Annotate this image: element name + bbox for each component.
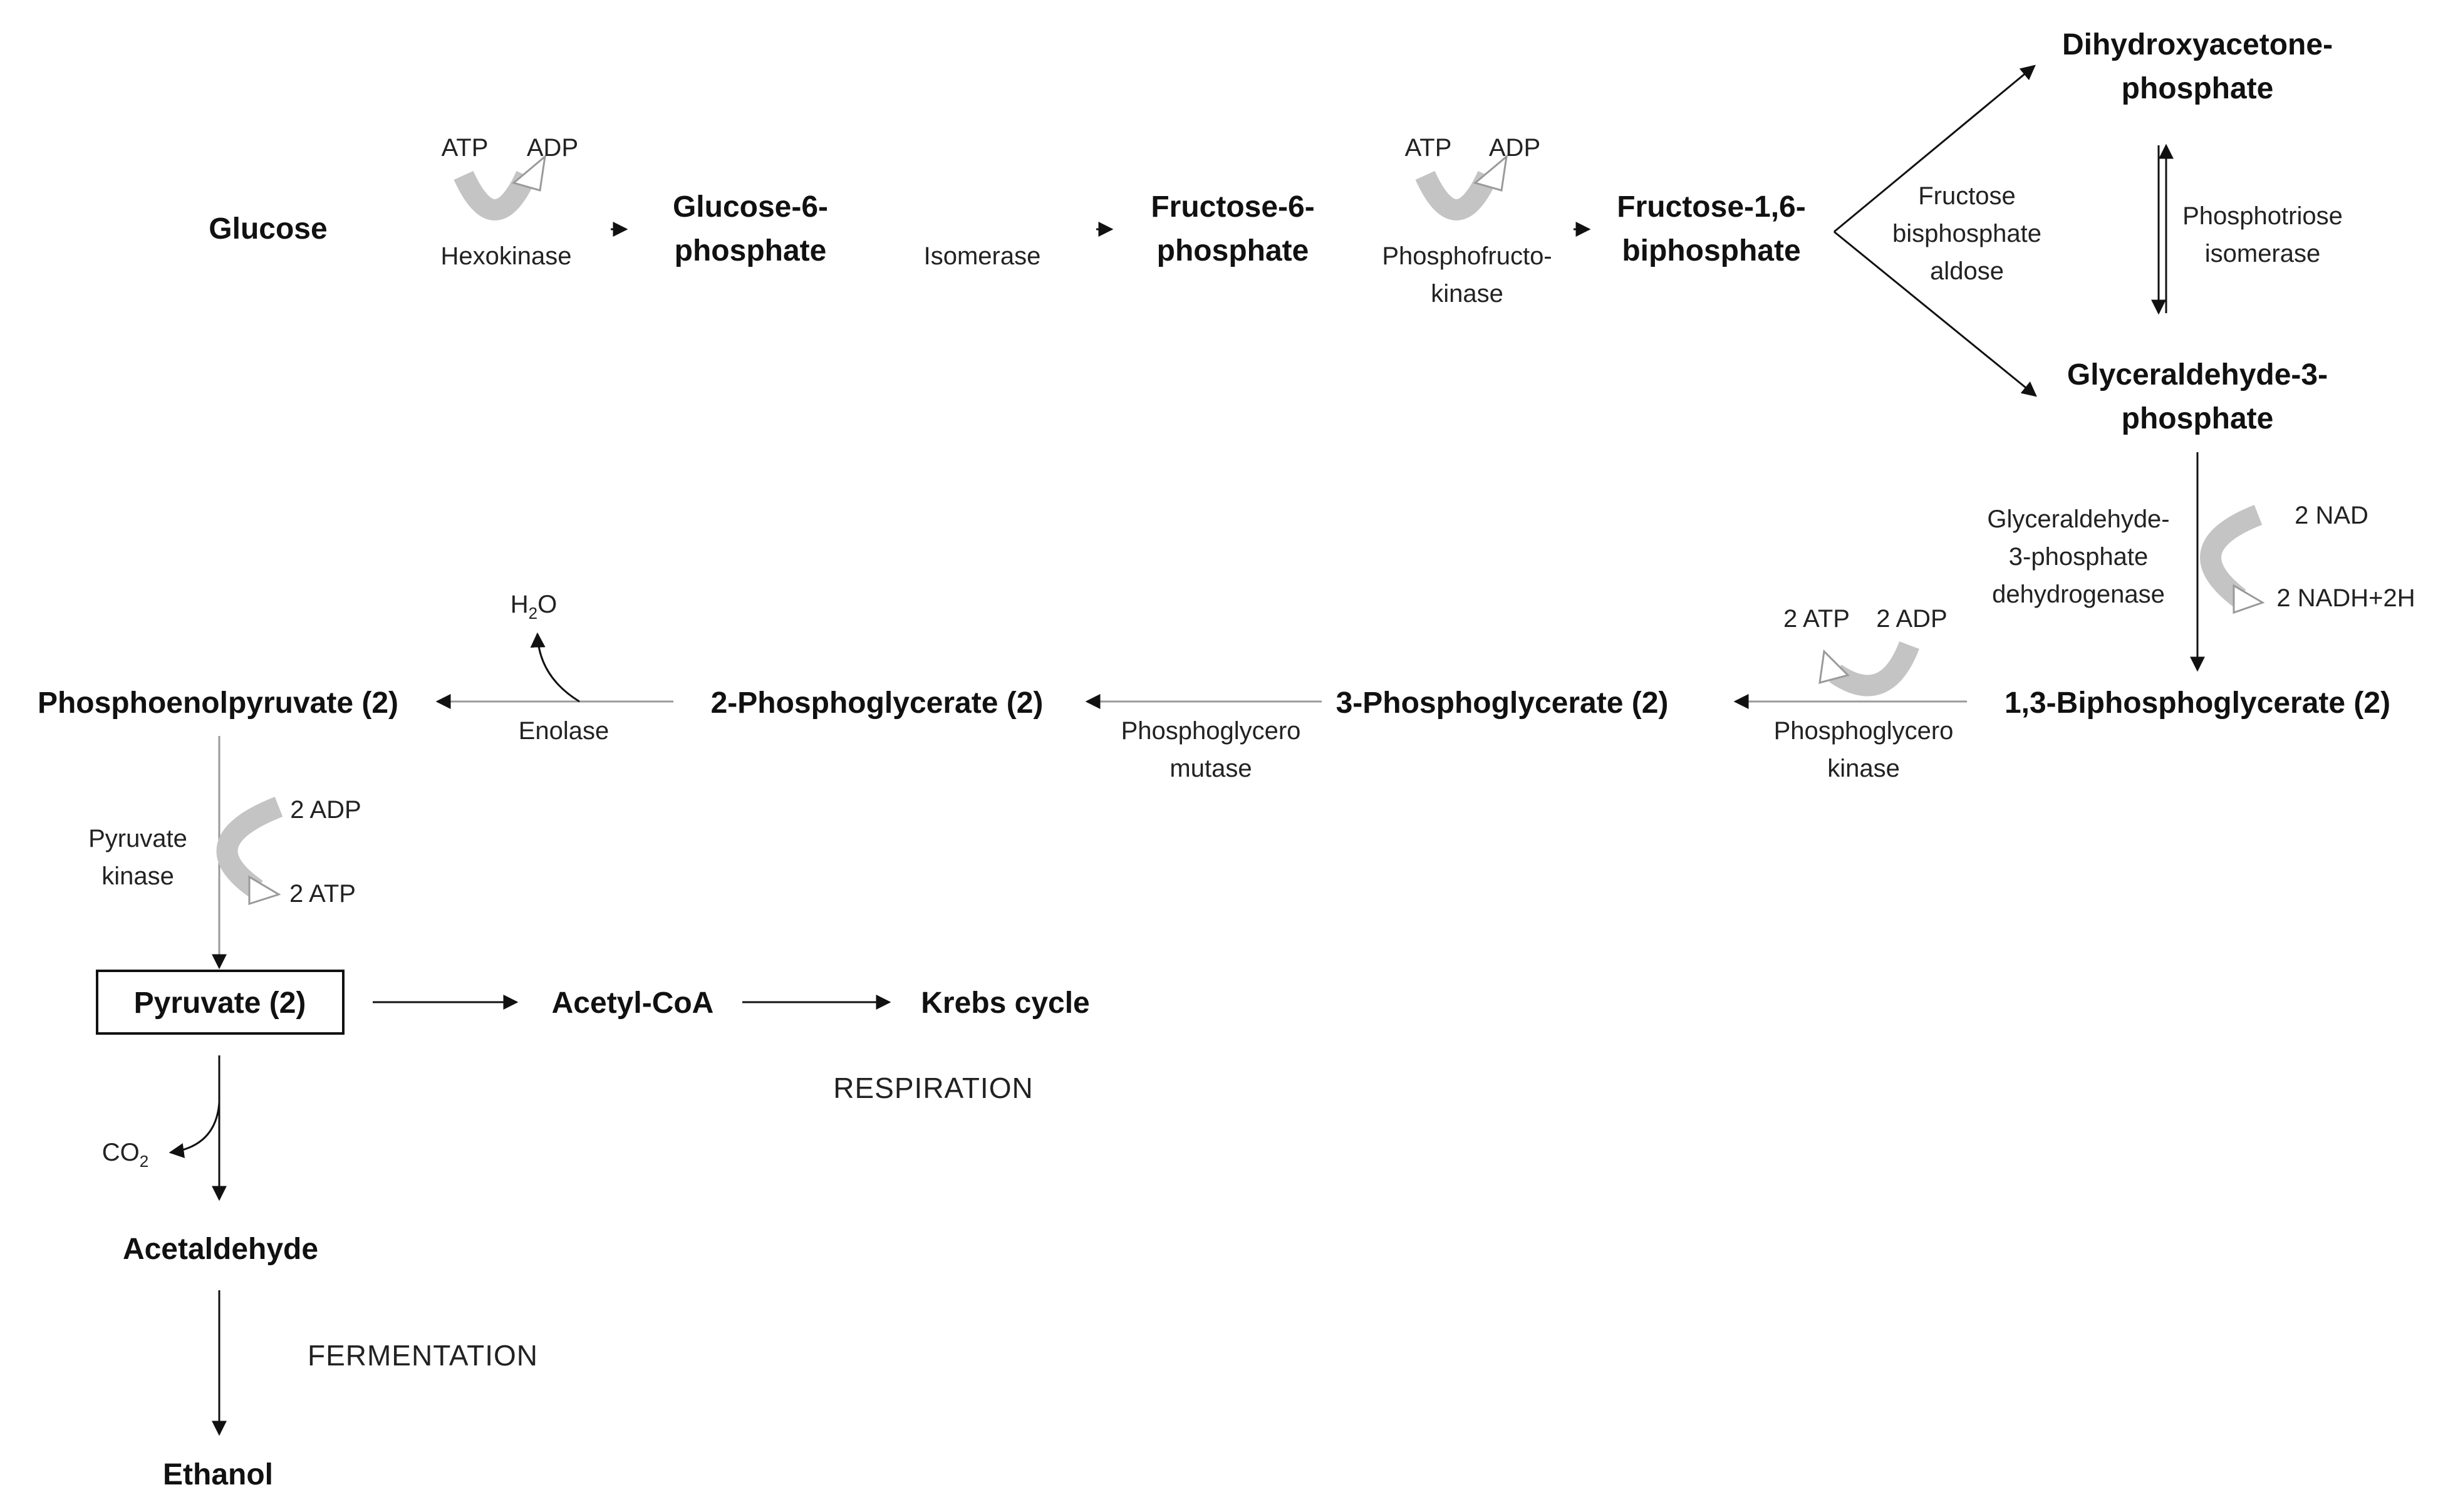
cofactor-pgk-atp: 2 ATP: [1783, 605, 1850, 633]
node-2-phosphoglycerate: 2-Phosphoglycerate (2): [711, 686, 1044, 720]
enzyme-phosphoglycerokinase: kinase: [1827, 755, 1900, 782]
cofactor-gapdh-nad: 2 NAD: [2295, 502, 2368, 529]
cofactor-pgk-adp: 2 ADP: [1876, 605, 1947, 633]
node-dihydroxyacetone-phosphate: Dihydroxyacetone-: [2062, 28, 2333, 61]
node-fructose-1-6-biphosphate: Fructose-1,6-: [1617, 190, 1805, 224]
node-1-3-biphosphoglycerate: 1,3-Biphosphoglycerate (2): [2005, 686, 2390, 720]
enzyme-phosphoglyceromutase: mutase: [1170, 755, 1252, 782]
node-krebs-cycle: Krebs cycle: [921, 986, 1090, 1020]
enzyme-pyruvate-kinase: Pyruvate: [88, 825, 187, 852]
cofactor-pk-atp: 2 ATP: [289, 880, 356, 908]
pgk-cofactor-arrow: [1818, 641, 1919, 696]
enzyme-aldolase: Fructose: [1918, 182, 2016, 210]
arrow-water-release: [530, 632, 580, 703]
node-glucose-6-phosphate: Glucose-6-: [673, 190, 828, 224]
node-phosphoenolpyruvate: Phosphoenolpyruvate (2): [38, 686, 398, 720]
node-glucose: Glucose: [209, 212, 327, 246]
section-respiration: RESPIRATION: [833, 1072, 1033, 1104]
enzyme-phosphoglycerokinase: Phosphoglycero: [1774, 717, 1954, 745]
node-pyruvate: Pyruvate (2): [134, 986, 306, 1020]
pfk-cofactor-arrow: [1415, 154, 1508, 220]
cofactor-water: H2O: [511, 591, 557, 623]
pyruvate-box: [96, 970, 345, 1035]
cofactor-pk-adp: 2 ADP: [290, 796, 361, 824]
node-fructose-6-phosphate: Fructose-6-: [1151, 190, 1314, 224]
enzyme-phosphofructokinase: kinase: [1431, 280, 1503, 308]
enzyme-aldolase: aldose: [1930, 257, 2004, 285]
enzyme-gapdh: 3-phosphate: [2009, 543, 2148, 571]
arrow-co2-release: [169, 1102, 220, 1158]
arrow-f16bp-to-g3p: [1834, 230, 2037, 397]
cofactor-pfk-adp: ADP: [1489, 134, 1540, 162]
node-glyceraldehyde-3-phosphate: phosphate: [2122, 402, 2274, 435]
enzyme-phosphoglyceromutase: Phosphoglycero: [1121, 717, 1301, 745]
node-ethanol: Ethanol: [163, 1458, 273, 1491]
enzyme-triose-isomerase: Phosphotriose: [2182, 202, 2343, 230]
cofactor-co2: CO2: [102, 1139, 148, 1171]
cofactor-hexokinase-adp: ADP: [527, 134, 578, 162]
node-glyceraldehyde-3-phosphate: Glyceraldehyde-3-: [2067, 358, 2328, 391]
pk-cofactor-arrow: [216, 797, 283, 906]
cofactor-gapdh-nadh: 2 NADH+2H: [2276, 584, 2415, 612]
enzyme-gapdh: dehydrogenase: [1992, 581, 2165, 608]
node-fructose-1-6-biphosphate: biphosphate: [1622, 234, 1800, 267]
enzyme-pyruvate-kinase: kinase: [101, 862, 174, 890]
arrow-f16bp-to-dhap: [1834, 65, 2036, 233]
gapdh-cofactor-arrow: [2200, 505, 2265, 614]
node-acetyl-coa: Acetyl-CoA: [552, 986, 714, 1020]
node-acetaldehyde: Acetaldehyde: [123, 1233, 318, 1266]
enzyme-triose-isomerase: isomerase: [2205, 240, 2321, 267]
node-fructose-6-phosphate: phosphate: [1157, 234, 1309, 267]
enzyme-phosphofructokinase: Phosphofructo-: [1382, 242, 1552, 270]
cofactor-pfk-atp: ATP: [1405, 134, 1452, 162]
hexokinase-cofactor-arrow: [454, 154, 547, 220]
node-glucose-6-phosphate: phosphate: [675, 234, 827, 267]
node-dihydroxyacetone-phosphate: phosphate: [2122, 72, 2274, 105]
enzyme-gapdh: Glyceraldehyde-: [1987, 505, 2169, 533]
enzyme-enolase: Enolase: [519, 717, 609, 745]
enzyme-aldolase: bisphosphate: [1892, 220, 2041, 247]
section-fermentation: FERMENTATION: [308, 1339, 538, 1372]
node-3-phosphoglycerate: 3-Phosphoglycerate (2): [1336, 686, 1669, 720]
enzyme-hexokinase: Hexokinase: [440, 242, 571, 270]
cofactor-hexokinase-atp: ATP: [442, 134, 489, 162]
enzyme-isomerase: Isomerase: [924, 242, 1041, 270]
